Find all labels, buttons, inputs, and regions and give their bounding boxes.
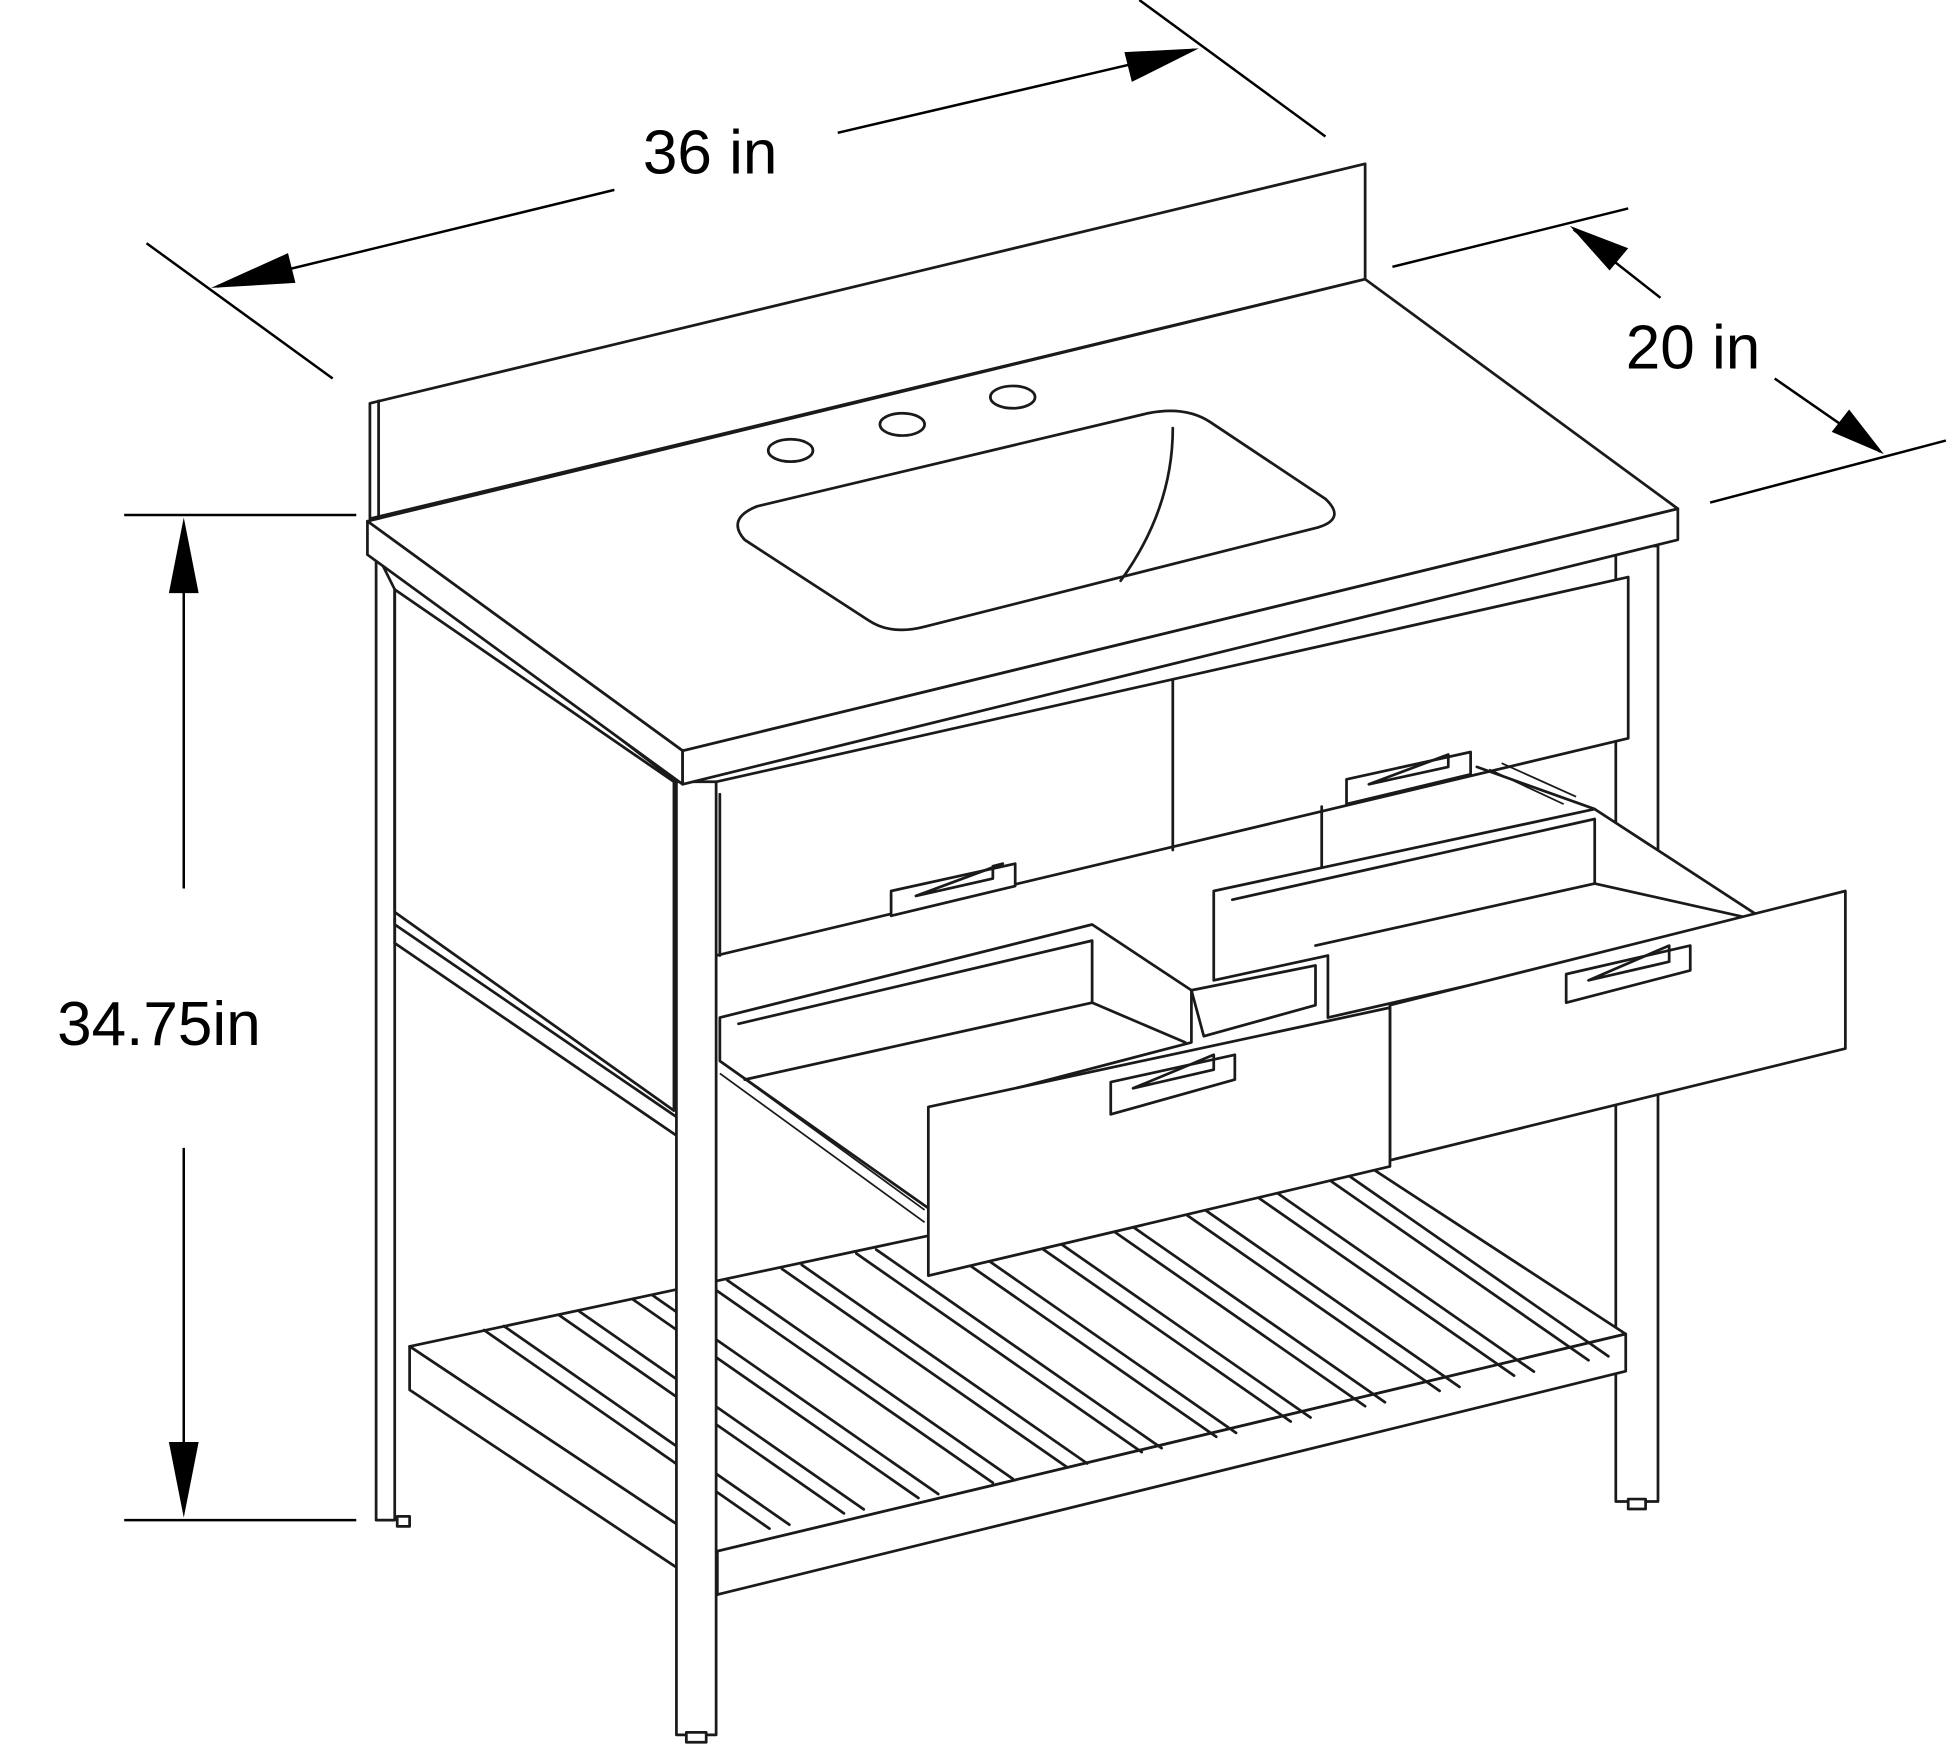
shelf-slat-edge [780,1267,1069,1469]
width-dimension: 36 in [145,0,1327,380]
shelf-slat-edge [874,1248,1163,1450]
shelf-slat-edge [1301,1160,1590,1362]
drawer-handle [1109,1053,1237,1116]
shelf-slat-edge [1152,1190,1441,1393]
shelf-slat-edge [854,1252,1144,1454]
faucet-hole [766,437,815,463]
drawer-handle [1564,944,1692,1005]
shelf-slat-edge [502,1324,791,1527]
faucet-hole [989,384,1037,410]
shelf-slat-edge [800,1263,1089,1465]
height-dimension: 34.75in [57,513,357,1522]
drawer-handle [1345,750,1472,806]
shelf-slat-edge [929,1236,1218,1439]
shelf-slat-edge [1003,1221,1293,1423]
faucet-hole [878,411,926,437]
front-left-leg [675,780,718,1744]
sink-basin [736,409,1336,632]
open-drawer-right [1212,762,1847,1162]
shelf-slat-edge [1023,1217,1312,1419]
height-label: 34.75in [57,990,261,1059]
shelf-slat-edge [577,1309,866,1511]
countertop [366,162,1680,786]
shelf-slat-edge [1247,1171,1536,1373]
shelf-slat-edge [1227,1175,1516,1377]
shelf-slat-edge [706,1282,995,1485]
width-label: 36 in [643,119,778,188]
depth-dimension: 20 in [1392,207,1946,504]
shelf-slat-edge [1321,1156,1610,1358]
depth-label: 20 in [1626,314,1761,383]
shelf-slat-edge [949,1232,1238,1435]
shelf-slat-edge [482,1328,771,1530]
shelf-slat-edge [1078,1206,1367,1408]
shelf-slat-edge [1098,1202,1387,1404]
open-drawer-left [718,923,1392,1278]
shelf-slat-edge [1172,1186,1461,1389]
drawer-handle [889,862,1017,918]
shelf-slat-edge [725,1278,1015,1481]
